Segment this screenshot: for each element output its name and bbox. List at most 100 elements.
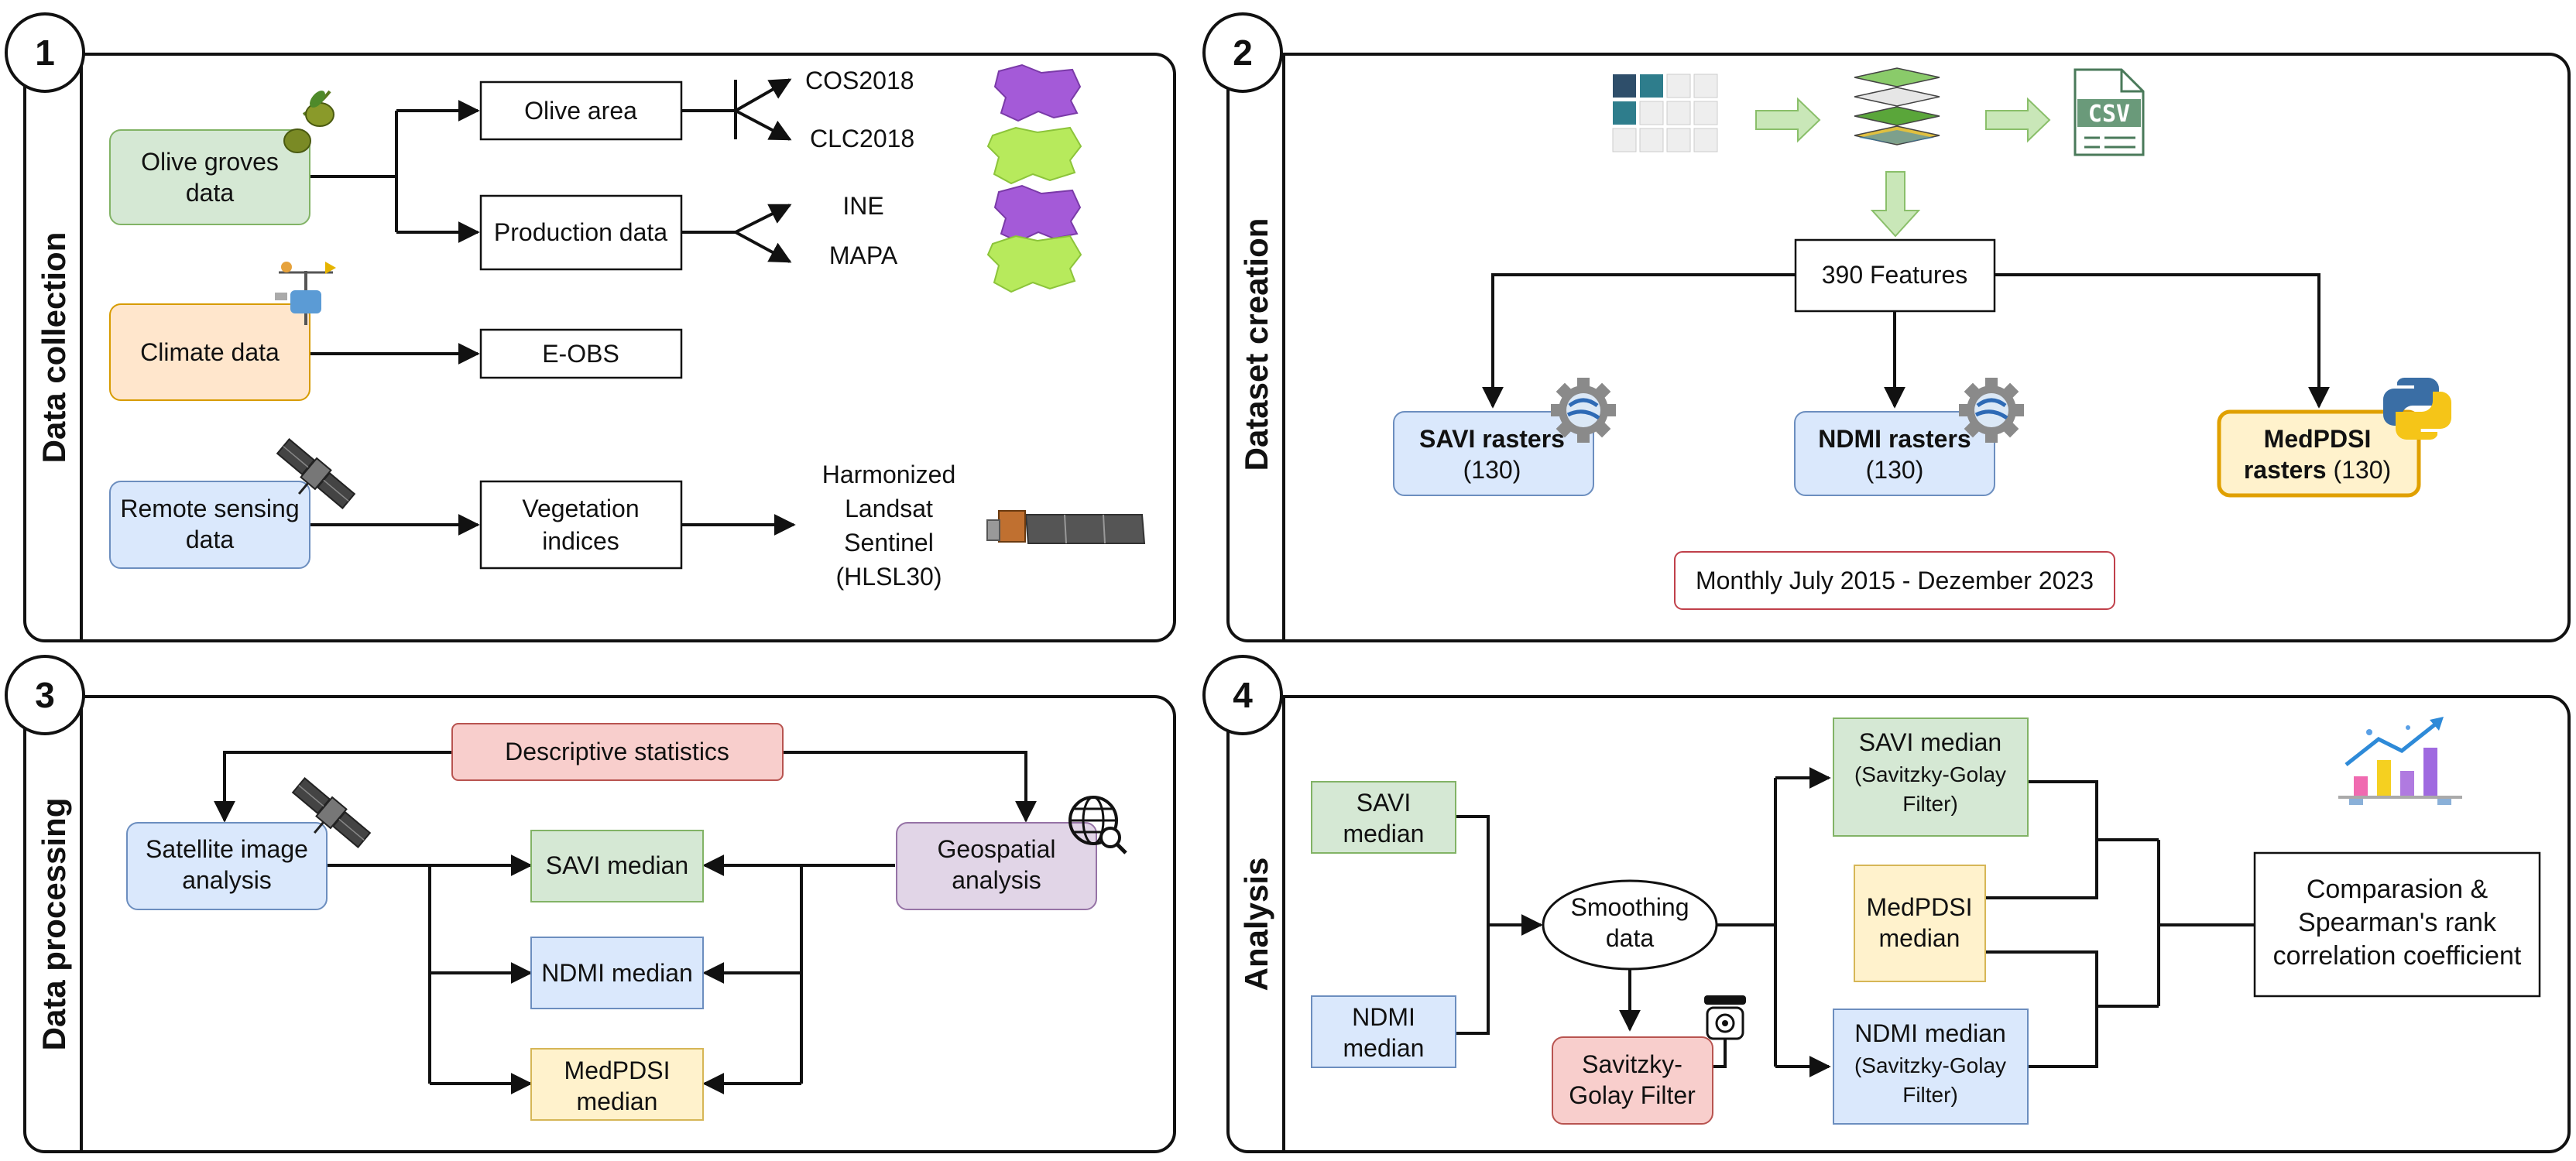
gear-icon <box>1959 378 2024 443</box>
ndmi-median-input-box: NDMI median <box>1311 995 1456 1068</box>
climate-data-box: Climate data <box>109 303 310 401</box>
svg-text:indices: indices <box>542 527 619 555</box>
svg-text:Production data: Production data <box>494 218 667 246</box>
savi-median-input-box: SAVI median <box>1311 781 1456 854</box>
comparison-box: Comparasion & Spearman's rank correlatio… <box>2253 851 2541 998</box>
svg-text:CSV: CSV <box>2088 101 2130 128</box>
svg-text:Filter): Filter) <box>1902 792 1958 816</box>
connector <box>1713 1029 1727 1068</box>
svg-text:NDMI median: NDMI median <box>541 959 693 987</box>
svg-text:SAVI rasters: SAVI rasters <box>1419 425 1565 453</box>
svg-text:NDMI: NDMI <box>1352 1003 1415 1031</box>
svg-text:MedPDSI: MedPDSI <box>2264 425 2372 453</box>
svg-text:Filter): Filter) <box>1902 1083 1958 1107</box>
connector <box>1985 950 2159 1008</box>
ndmi-sg-box: NDMI median (Savitzky-Golay Filter) <box>1833 1009 2029 1125</box>
svg-text:Descriptive statistics: Descriptive statistics <box>505 738 729 765</box>
arrow-to-satellite-analysis <box>214 751 452 823</box>
period-label: Monthly July 2015 - Dezember 2023 <box>1674 551 2115 610</box>
olive-groves-box: Olive groves data <box>109 129 310 225</box>
svg-text:SAVI median: SAVI median <box>546 851 688 879</box>
svg-text:Satellite image: Satellite image <box>146 835 308 863</box>
savi-rasters-box: SAVI rasters (130) <box>1393 411 1594 496</box>
ndmi-rasters-box: NDMI rasters (130) <box>1794 411 1995 496</box>
sg-filter-box: Savitzky- Golay Filter <box>1552 1036 1713 1125</box>
connector <box>2028 1006 2098 1068</box>
medpdsi-median-box: MedPDSI median <box>1854 865 1986 982</box>
svg-text:Vegetation: Vegetation <box>522 495 639 522</box>
panel-frame <box>23 695 1176 1153</box>
svg-text:Smoothing: Smoothing <box>1571 893 1689 921</box>
svg-text:Landsat: Landsat <box>845 495 933 522</box>
svg-text:SAVI: SAVI <box>1357 789 1411 817</box>
panel-number: 4 <box>1233 675 1253 715</box>
svg-text:NDMI median: NDMI median <box>1854 1019 2006 1047</box>
arrow-to-mapa <box>735 231 792 263</box>
vegetation-indices-box: Vegetation indices <box>479 480 683 570</box>
panel-analysis: Analysis 4 SAVI median NDMI median Smo <box>1202 655 2571 1153</box>
python-logo-icon <box>2383 377 2451 440</box>
geospatial-analysis-box: Geospatial analysis <box>896 822 1097 910</box>
savi-sg-box: SAVI median (Savitzky-Golay Filter) <box>1833 717 2029 837</box>
remote-sensing-box: Remote sensing data <box>109 481 310 569</box>
connector <box>2028 780 2159 841</box>
medpdsi-median-box: MedPDSI median <box>530 1048 704 1121</box>
globe-search-icon <box>1068 796 1127 854</box>
panel-title: Data processing <box>36 798 72 1051</box>
svg-text:Remote sensing: Remote sensing <box>120 495 299 522</box>
panel-number: 3 <box>35 675 55 715</box>
weather-station-icon <box>275 262 336 325</box>
arrow-to-clc <box>735 109 792 141</box>
svg-text:median: median <box>577 1087 658 1115</box>
svg-text:(130): (130) <box>1463 456 1521 484</box>
raster-layers-icon <box>1854 67 1940 146</box>
svg-text:data: data <box>186 179 234 207</box>
flow-arrow-icon <box>1985 97 2051 143</box>
svg-text:correlation coefficient: correlation coefficient <box>2273 941 2522 971</box>
svg-text:Climate data: Climate data <box>140 338 280 366</box>
panel-title: Analysis <box>1238 858 1274 991</box>
medpdsi-rasters-box: MedPDSI rasters (130) <box>2217 409 2421 498</box>
panel-data-processing: Data processing 3 Descriptive statistics… <box>5 655 1176 1153</box>
svg-text:MedPDSI: MedPDSI <box>1867 893 1973 921</box>
svg-text:390 Features: 390 Features <box>1822 261 1968 289</box>
svg-text:NDMI rasters: NDMI rasters <box>1818 425 1971 453</box>
panel-number-badge <box>1202 655 1283 735</box>
olive-area-box: Olive area <box>479 80 683 141</box>
descriptive-statistics-box: Descriptive statistics <box>451 723 784 781</box>
flow-arrow-icon <box>1755 97 1821 143</box>
map-thumbnail-icon <box>993 184 1082 243</box>
mapa-label: MAPA <box>829 241 898 269</box>
gear-icon <box>1551 378 1616 443</box>
flow-arrow-icon <box>1870 171 1921 238</box>
features-box: 390 Features <box>1794 238 1996 313</box>
satellite-icon <box>276 438 356 509</box>
svg-text:analysis: analysis <box>952 866 1041 894</box>
map-thumbnail-icon <box>986 126 1082 185</box>
svg-text:(Savitzky-Golay: (Savitzky-Golay <box>1854 762 2006 786</box>
arrow-to-cos <box>735 78 792 112</box>
svg-text:Spearman's rank: Spearman's rank <box>2298 908 2497 937</box>
svg-text:(Savitzky-Golay: (Savitzky-Golay <box>1854 1053 2006 1077</box>
svg-text:Comparasion &: Comparasion & <box>2307 875 2489 904</box>
panel-number: 1 <box>35 33 55 73</box>
panel-number: 2 <box>1233 33 1253 73</box>
arrow-to-geospatial-analysis <box>783 751 1037 823</box>
panel-number-badge <box>5 655 85 735</box>
svg-text:analysis: analysis <box>182 866 272 894</box>
csv-file-icon: CSV <box>2073 68 2145 156</box>
svg-text:Olive area: Olive area <box>524 97 637 125</box>
panel-title: Data collection <box>36 232 72 464</box>
olive-icon <box>283 90 334 153</box>
svg-text:MedPDSI: MedPDSI <box>564 1057 671 1084</box>
panel-number-badge <box>5 12 85 93</box>
panel-data-collection: Data collection 1 Olive groves data <box>5 12 1176 642</box>
svg-text:median: median <box>1879 924 1960 952</box>
svg-text:data: data <box>1606 924 1654 952</box>
svg-text:E-OBS: E-OBS <box>542 340 619 368</box>
svg-text:(130): (130) <box>1866 456 1924 484</box>
arrow-to-ine <box>735 204 792 234</box>
map-thumbnail-icon <box>986 235 1082 293</box>
eobs-box: E-OBS <box>479 328 683 379</box>
svg-text:Geospatial: Geospatial <box>938 835 1056 863</box>
